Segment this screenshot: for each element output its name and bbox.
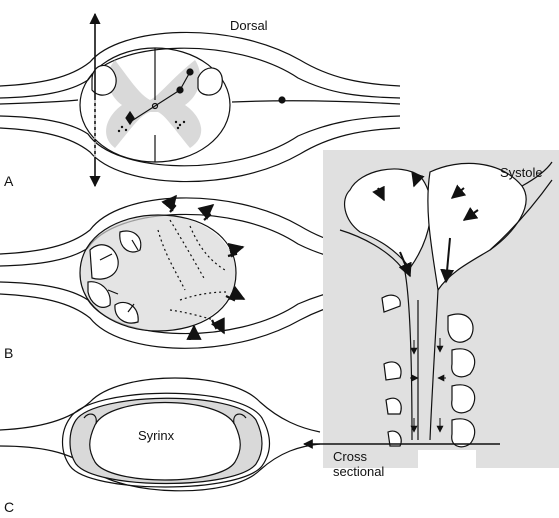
panel-label-b: B bbox=[4, 345, 13, 361]
panel-c-cross-section bbox=[0, 377, 321, 492]
sagittal-systole-panel bbox=[323, 150, 559, 468]
cross-sectional-label-line2: sectional bbox=[333, 464, 384, 479]
panel-label-c: C bbox=[4, 499, 14, 515]
panel-b-cross-section bbox=[0, 194, 401, 349]
panel-a-cross-section bbox=[0, 12, 401, 188]
panel-label-a: A bbox=[4, 173, 14, 189]
dorsal-label: Dorsal bbox=[230, 18, 268, 33]
cross-sectional-label-line1: Cross bbox=[333, 449, 367, 464]
systole-label: Systole bbox=[500, 165, 543, 180]
syrinx-label: Syrinx bbox=[138, 428, 175, 443]
